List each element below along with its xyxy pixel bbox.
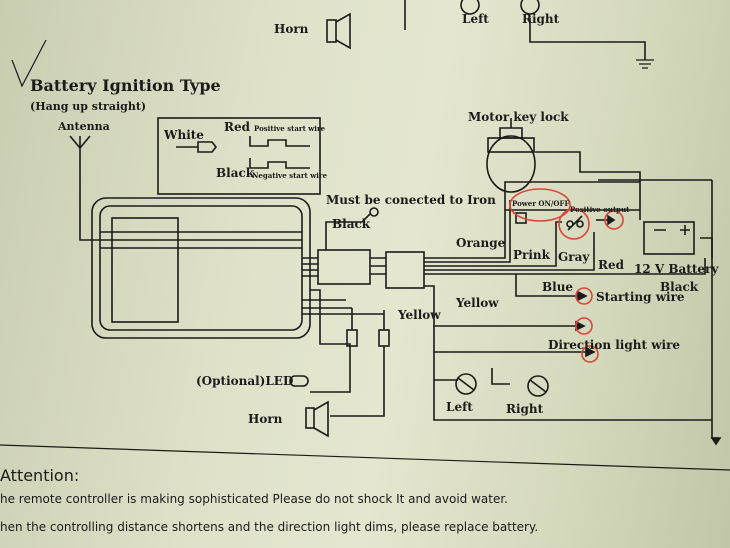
connector-pins (370, 257, 386, 275)
highlight-direction-arrow-2 (581, 345, 599, 363)
main-ground-wire (711, 180, 718, 439)
top-ground-wire (529, 18, 646, 60)
power-on-off-label: Power ON/OFF (512, 199, 570, 208)
must-connect-iron-label: Must be conected to Iron (326, 193, 496, 207)
top-horn-icon (326, 12, 351, 50)
lamp-ground-wire (433, 352, 712, 421)
top-horn-label: Horn (274, 22, 309, 36)
power-switch-icon (515, 212, 527, 224)
positive-output-label: Positive output (570, 205, 630, 214)
fuse-left-icon (346, 329, 358, 347)
white-connector (176, 141, 218, 153)
white-label: White (164, 128, 204, 142)
horn-label: Horn (248, 412, 283, 426)
red-wire-label: Red (598, 258, 624, 272)
led-wire (310, 289, 351, 393)
controller-module (91, 197, 311, 339)
prink-wire-label: Prink (513, 248, 550, 262)
top-right-label: Right (522, 12, 560, 26)
attention-line-1: he remote controller is making sophistic… (0, 492, 508, 506)
blue-wire-label: Blue (542, 280, 574, 294)
starting-wire-label: Starting wire (596, 290, 685, 304)
red-label: Red (224, 120, 250, 134)
pink-wire (424, 200, 511, 263)
controller-connector (317, 249, 371, 285)
left-lamp-label: Left (446, 400, 473, 414)
highlight-power-switch (509, 188, 571, 222)
highlight-marks (509, 188, 624, 363)
blue-wire (515, 274, 580, 297)
section-divider (0, 444, 730, 471)
left-lamp-icon (455, 373, 477, 395)
antenna-icon (69, 135, 100, 241)
motor-key-lock-label: Motor key lock (468, 110, 569, 124)
hang-up-label: (Hang up straight) (30, 100, 147, 113)
yellow-wire-1 (424, 285, 580, 327)
yellow-wire-label-2: Yellow (398, 308, 441, 322)
motor-key-lock-icon (486, 118, 536, 193)
positive-start-connector (249, 136, 310, 147)
ground-icon (636, 59, 654, 69)
highlight-output-switch (558, 208, 590, 240)
right-lamp-icon (527, 375, 549, 397)
controller-pins (302, 257, 318, 277)
highlight-direction-arrow-1 (575, 317, 593, 335)
top-left-lamp-icon (460, 0, 480, 15)
starting-wire-arrow (577, 290, 588, 302)
optional-led-label: (Optional)LED (196, 374, 294, 388)
orange-wire-label: Orange (456, 236, 506, 250)
black-battery-wire-label: Black (660, 280, 699, 294)
negative-start-wire-label: Negative start wire (252, 171, 328, 180)
attention-heading: Attention: (0, 466, 80, 485)
yellow-wire-label-1: Yellow (456, 296, 499, 310)
gray-wire-label: Gray (558, 250, 590, 264)
check-mark (11, 39, 47, 88)
key-lock-feed-wire (535, 151, 641, 182)
black-negative-label: Black (216, 166, 255, 180)
diagram-title: Battery Ignition Type (30, 76, 221, 95)
attention-line-2: hen the controlling distance shortens an… (0, 520, 539, 534)
controller-output-wires (302, 299, 384, 315)
right-lamp-wire (491, 368, 510, 385)
positive-start-wire-label: Positive start wire (254, 124, 326, 133)
top-left-label: Left (462, 12, 489, 26)
black-wire-label: Black (332, 217, 371, 231)
right-lamp-label: Right (506, 402, 544, 416)
led-icon (289, 375, 309, 387)
red-wire (424, 232, 595, 271)
highlight-output-arrow (604, 210, 624, 230)
harness-connector (385, 251, 425, 289)
output-arrow-head (607, 214, 616, 226)
battery-label: 12 V Battery (634, 262, 719, 276)
direction-arrow-2 (585, 346, 596, 358)
battery-icon (643, 221, 713, 258)
battery-black-wire (424, 258, 706, 275)
top-right-lamp-icon (520, 0, 540, 15)
positive-output-switch-icon (566, 215, 584, 231)
orange-wire (424, 181, 641, 259)
fuse-leads (351, 308, 385, 330)
ground-arrow (710, 437, 722, 446)
negative-start-connector (249, 158, 310, 169)
horn-icon (305, 400, 329, 438)
black-ground-wire (325, 213, 371, 250)
highlight-starting-arrow (575, 287, 593, 305)
horn-wire (330, 346, 385, 417)
antenna-label: Antenna (58, 120, 110, 133)
wire-legend-box (157, 117, 321, 195)
iron-ring-terminal (369, 207, 379, 217)
fuse-right-icon (378, 329, 390, 347)
direction-light-wire-label: Direction light wire (548, 338, 681, 352)
